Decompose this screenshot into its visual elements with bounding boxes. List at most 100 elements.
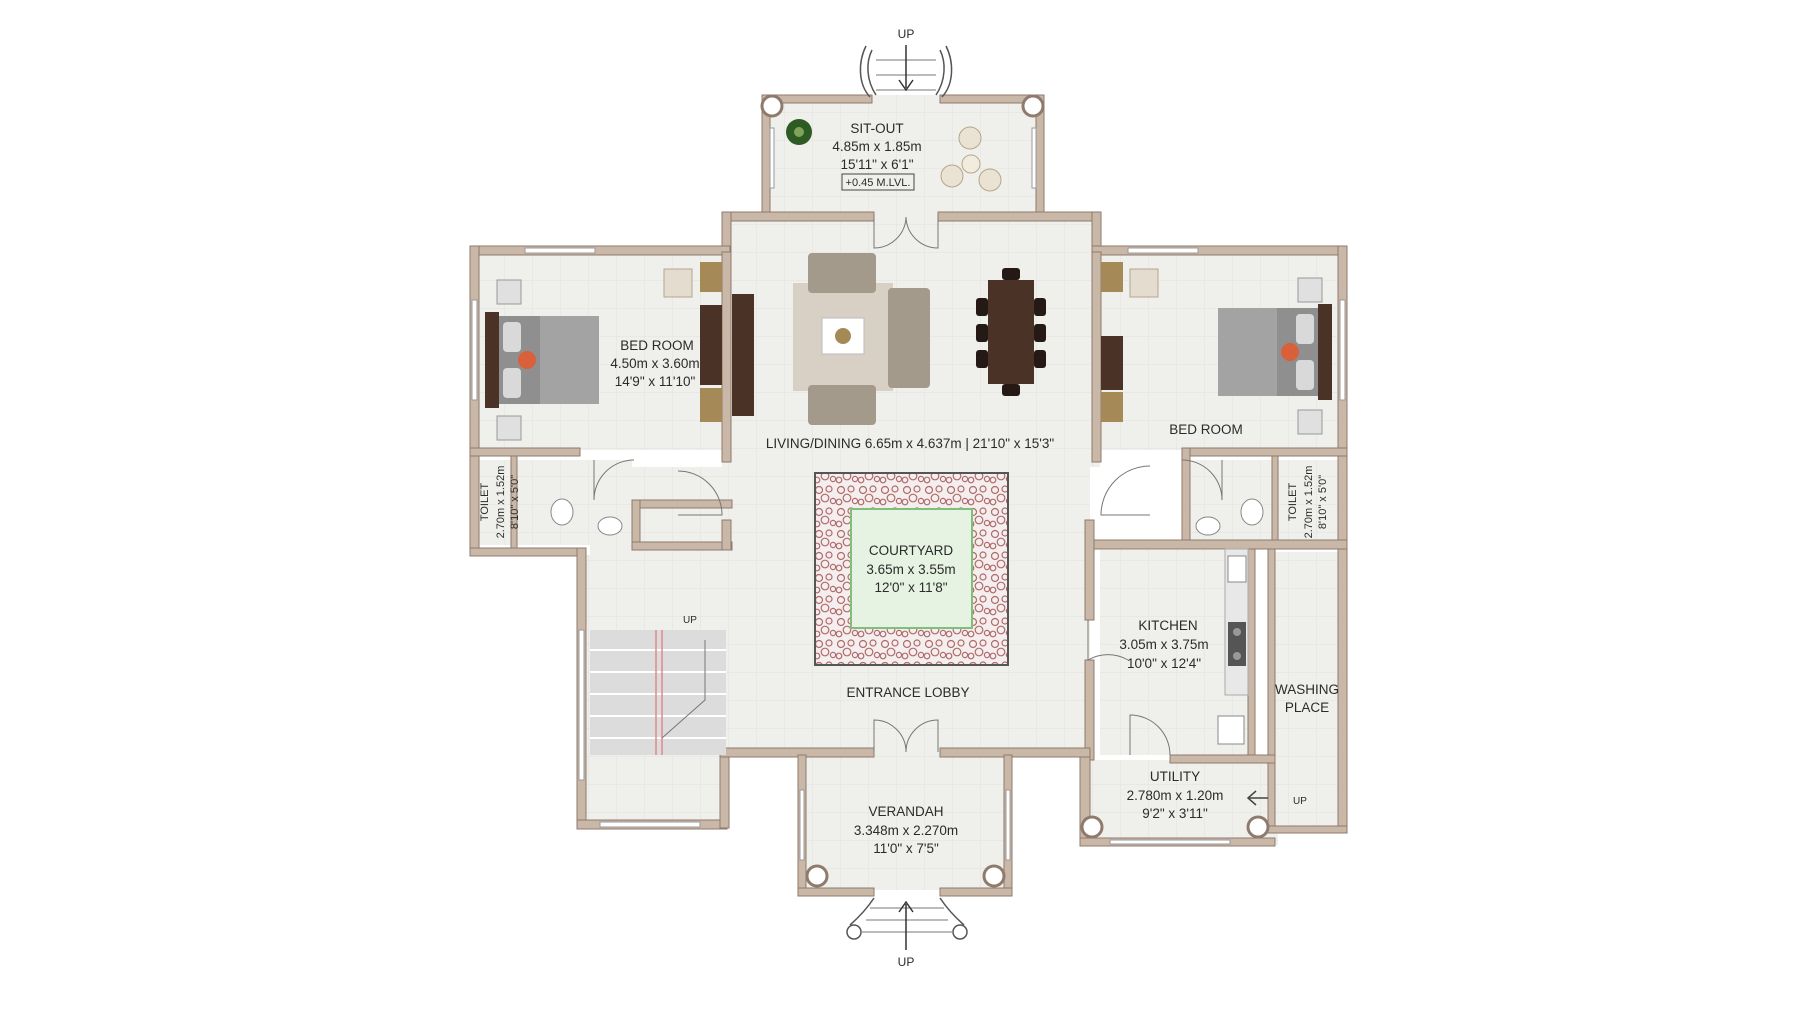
courtyard-name: COURTYARD [869,543,954,558]
sitout-level: +0.45 M.LVL. [846,177,911,189]
courtyard-lawn [850,508,973,629]
wc-icon [1240,498,1264,526]
sitout-furniture [786,119,1002,192]
utility-arrow-icon [1246,790,1268,806]
headboard [485,312,499,408]
bedroom-left-metric: 4.50m x 3.60m [610,356,699,371]
wardrobe [700,305,722,385]
label-sitout: SIT-OUT 4.85m x 1.85m 15'11" x 6'1" +0.4… [832,121,922,191]
column [805,864,829,888]
label-kitchen: KITCHEN 3.05m x 3.75m 10'0" x 12'4" [1119,618,1208,671]
column [1021,94,1045,118]
side-shelf [1101,262,1123,292]
nightstand [1297,277,1323,303]
left-bedroom-furniture [485,268,722,441]
courtyard [814,472,1009,666]
toilet-fixtures [550,498,1264,536]
column [1080,815,1104,839]
dining-chairs [976,268,1046,396]
side-shelf [1101,392,1123,422]
sitout-imperial: 15'11" x 6'1" [840,157,913,172]
utility-name: UTILITY [1150,769,1200,784]
verandah-metric: 3.348m x 2.270m [854,823,958,838]
nightstand [496,415,522,441]
doors [593,216,1223,756]
verandah-name: VERANDAH [868,804,943,819]
pillow [1296,360,1314,390]
table-icon [961,154,981,174]
chair-icon [978,168,1002,192]
label-toilet-right: TOILET 2.70m x 1.52m 8'10" x 5'0" [1287,466,1329,539]
tv-unit [732,294,754,416]
sitout-metric: 4.85m x 1.85m [832,139,921,154]
living-dining-label: LIVING/DINING 6.65m x 4.637m | 21'10" x … [766,436,1055,451]
basin-icon [1195,516,1221,536]
washing-floor [1275,552,1340,832]
label-toilet-left: TOILET 2.70m x 1.52m 8'10" x 5'0" [479,466,521,539]
right-bedroom-furniture [1101,262,1332,435]
up-label-utility: UP [1293,796,1307,807]
toilet-right-name: TOILET [1287,483,1299,522]
up-arrow-bottom-icon [898,900,914,950]
up-label-stair: UP [683,615,697,626]
armchair [663,268,693,298]
utility-metric: 2.780m x 1.20m [1127,788,1224,803]
up-label-bottom: UP [898,955,915,969]
chair-icon [958,126,982,150]
label-utility: UTILITY 2.780m x 1.20m 9'2" x 3'11" [1127,769,1224,821]
sink-icon [1227,555,1247,583]
label-washing-place: WASHING PLACE [1275,682,1339,715]
nightstand [1297,409,1323,435]
washing-line2: PLACE [1285,700,1329,715]
side-shelf [700,388,722,422]
bedroom-left-imperial: 14'9" x 11'10" [615,374,696,389]
sofa-bottom [808,385,876,425]
bedroom-left-name: BED ROOM [620,338,694,353]
column [760,94,784,118]
sofa-top [808,253,876,293]
utility-imperial: 9'2" x 3'11" [1142,806,1208,821]
nightstand [496,279,522,305]
walls [469,94,1348,897]
entrance-lobby-label: ENTRANCE LOBBY [846,685,969,700]
up-arrow-top-icon [898,45,914,92]
staircase [590,630,726,755]
label-courtyard: COURTYARD 3.65m x 3.55m 12'0" x 11'8" [866,543,955,595]
kitchen-fixtures [1217,548,1249,745]
sitout-floor [762,95,1044,213]
courtyard-metric: 3.65m x 3.55m [866,562,955,577]
columns [760,94,1270,888]
column [1246,815,1270,839]
pillow [503,368,521,398]
verandah-floor [806,755,1006,890]
wc-icon [550,498,574,526]
level-box [841,173,915,191]
courtyard-imperial: 12'0" x 11'8" [874,580,947,595]
toilet-left-metric: 2.70m x 1.52m [495,466,507,539]
toilet-left-imperial: 8'10" x 5'0" [509,475,521,529]
bedroom-right-name: BED ROOM [1169,422,1243,437]
cushion-accent [518,351,536,369]
toilet-left-name: TOILET [479,483,491,522]
kitchen-name: KITCHEN [1138,618,1197,633]
armchair [1129,268,1159,298]
washing-line1: WASHING [1275,682,1339,697]
utility-floor [1088,760,1278,845]
dining-table [988,280,1034,384]
sitout-name: SIT-OUT [850,121,903,136]
chair-icon [940,164,964,188]
hob-icon [1228,622,1246,666]
toilet-right-metric: 2.70m x 1.52m [1303,466,1315,539]
cushion-accent [1281,343,1299,361]
wardrobe [1101,336,1123,390]
kitchen-imperial: 10'0" x 12'4" [1127,656,1201,671]
headboard [1318,304,1332,400]
pillow [503,322,521,352]
basin-icon [597,516,623,536]
fridge-icon [1217,715,1245,745]
up-label-top: UP [898,27,915,41]
verandah-imperial: 11'0" x 7'5" [873,841,939,856]
decor-bowl [835,328,851,344]
label-verandah: VERANDAH 3.348m x 2.270m 11'0" x 7'5" [854,804,958,856]
